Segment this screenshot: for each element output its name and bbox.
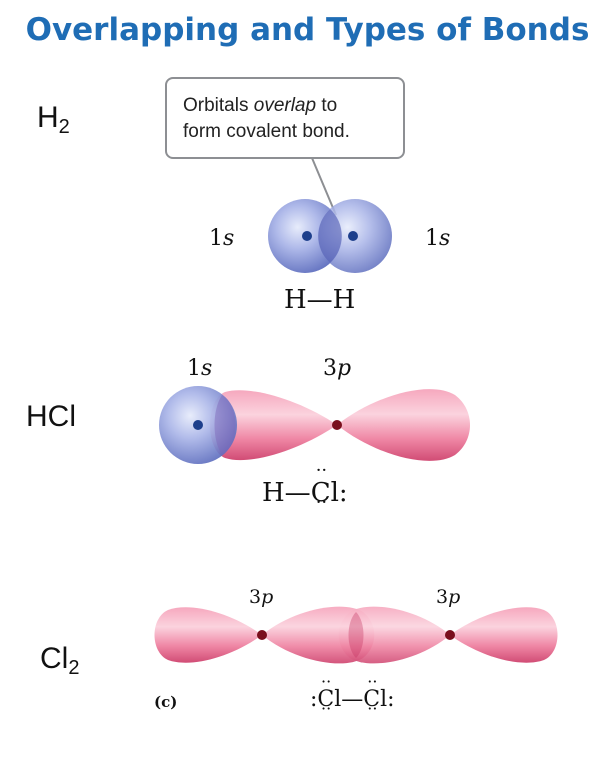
cl2-left-orbital-label: 3p <box>249 586 274 608</box>
hcl-lone-pair-top: ·· <box>315 460 328 481</box>
cl2-label-main: Cl <box>40 642 69 675</box>
cl2-formula-left: :Cl—···· <box>310 672 364 718</box>
hcl-label: HCl <box>26 400 76 433</box>
hcl-formula: H—Cl:···· <box>262 460 348 513</box>
hcl-left-orbital-label: 1s <box>187 356 213 381</box>
hcl-p-lobe-right <box>337 389 470 461</box>
callout-line-2: form covalent bond. <box>183 121 350 142</box>
hcl-formula-h: H— <box>262 478 311 508</box>
hcl-formula-cl: Cl:···· <box>310 460 348 513</box>
callout-text-b: to <box>316 95 338 116</box>
cl2-p1-lobe-left <box>154 607 262 663</box>
h2-label-sub: 2 <box>58 116 70 138</box>
h2-right-nucleus <box>348 231 358 241</box>
cl2-right-lone-pair-bottom: ·· <box>367 699 378 718</box>
hcl-lone-pair-bottom: ·· <box>315 492 328 513</box>
cl2-formula-right: Cl:···· <box>363 672 395 718</box>
hcl-h-nucleus <box>193 420 203 430</box>
cl2-right-node <box>445 630 455 640</box>
hcl-overlap-region <box>214 395 236 455</box>
h2-left-orbital-label: 1s <box>209 226 235 251</box>
h2-left-nucleus <box>302 231 312 241</box>
cl2-overlap-region <box>348 612 364 658</box>
panel-label: (c) <box>154 693 178 711</box>
hcl-cl-node <box>332 420 342 430</box>
page-title: Overlapping and Types of Bonds <box>25 12 590 48</box>
cl2-orbitals <box>154 606 558 664</box>
h2-overlap-region <box>318 209 342 263</box>
cl2-left-lone-pair-top: ·· <box>321 672 332 691</box>
cl2-p2-lobe-right <box>450 607 558 663</box>
hcl-right-orbital-label: 3p <box>323 356 352 381</box>
cl2-left-lone-pair-bottom: ·· <box>321 699 332 718</box>
cl2-left-node <box>257 630 267 640</box>
cl2-right-orbital-label: 3p <box>436 586 461 608</box>
h2-orbitals <box>268 199 392 273</box>
h2-right-orbital-label: 1s <box>425 226 451 251</box>
h2-label-main: H <box>37 101 59 134</box>
h2-label: H2 <box>37 101 70 139</box>
cl2-formula: :Cl—····Cl:···· <box>310 672 395 718</box>
cl2-p2-lobe-left <box>338 606 450 664</box>
hcl-orbitals <box>159 386 470 464</box>
callout-emphasis: overlap <box>253 95 317 116</box>
h2-formula: H—H <box>284 285 356 315</box>
hcl-p-lobe-left <box>210 390 337 461</box>
cl2-label: Cl2 <box>40 642 79 680</box>
callout-text-a: Orbitals <box>183 95 254 116</box>
cl2-label-sub: 2 <box>68 657 80 679</box>
callout-line-1: Orbitals overlap to <box>183 93 387 119</box>
cl2-right-lone-pair-top: ·· <box>367 672 378 691</box>
overlap-callout: Orbitals overlap to form covalent bond. <box>165 77 405 159</box>
